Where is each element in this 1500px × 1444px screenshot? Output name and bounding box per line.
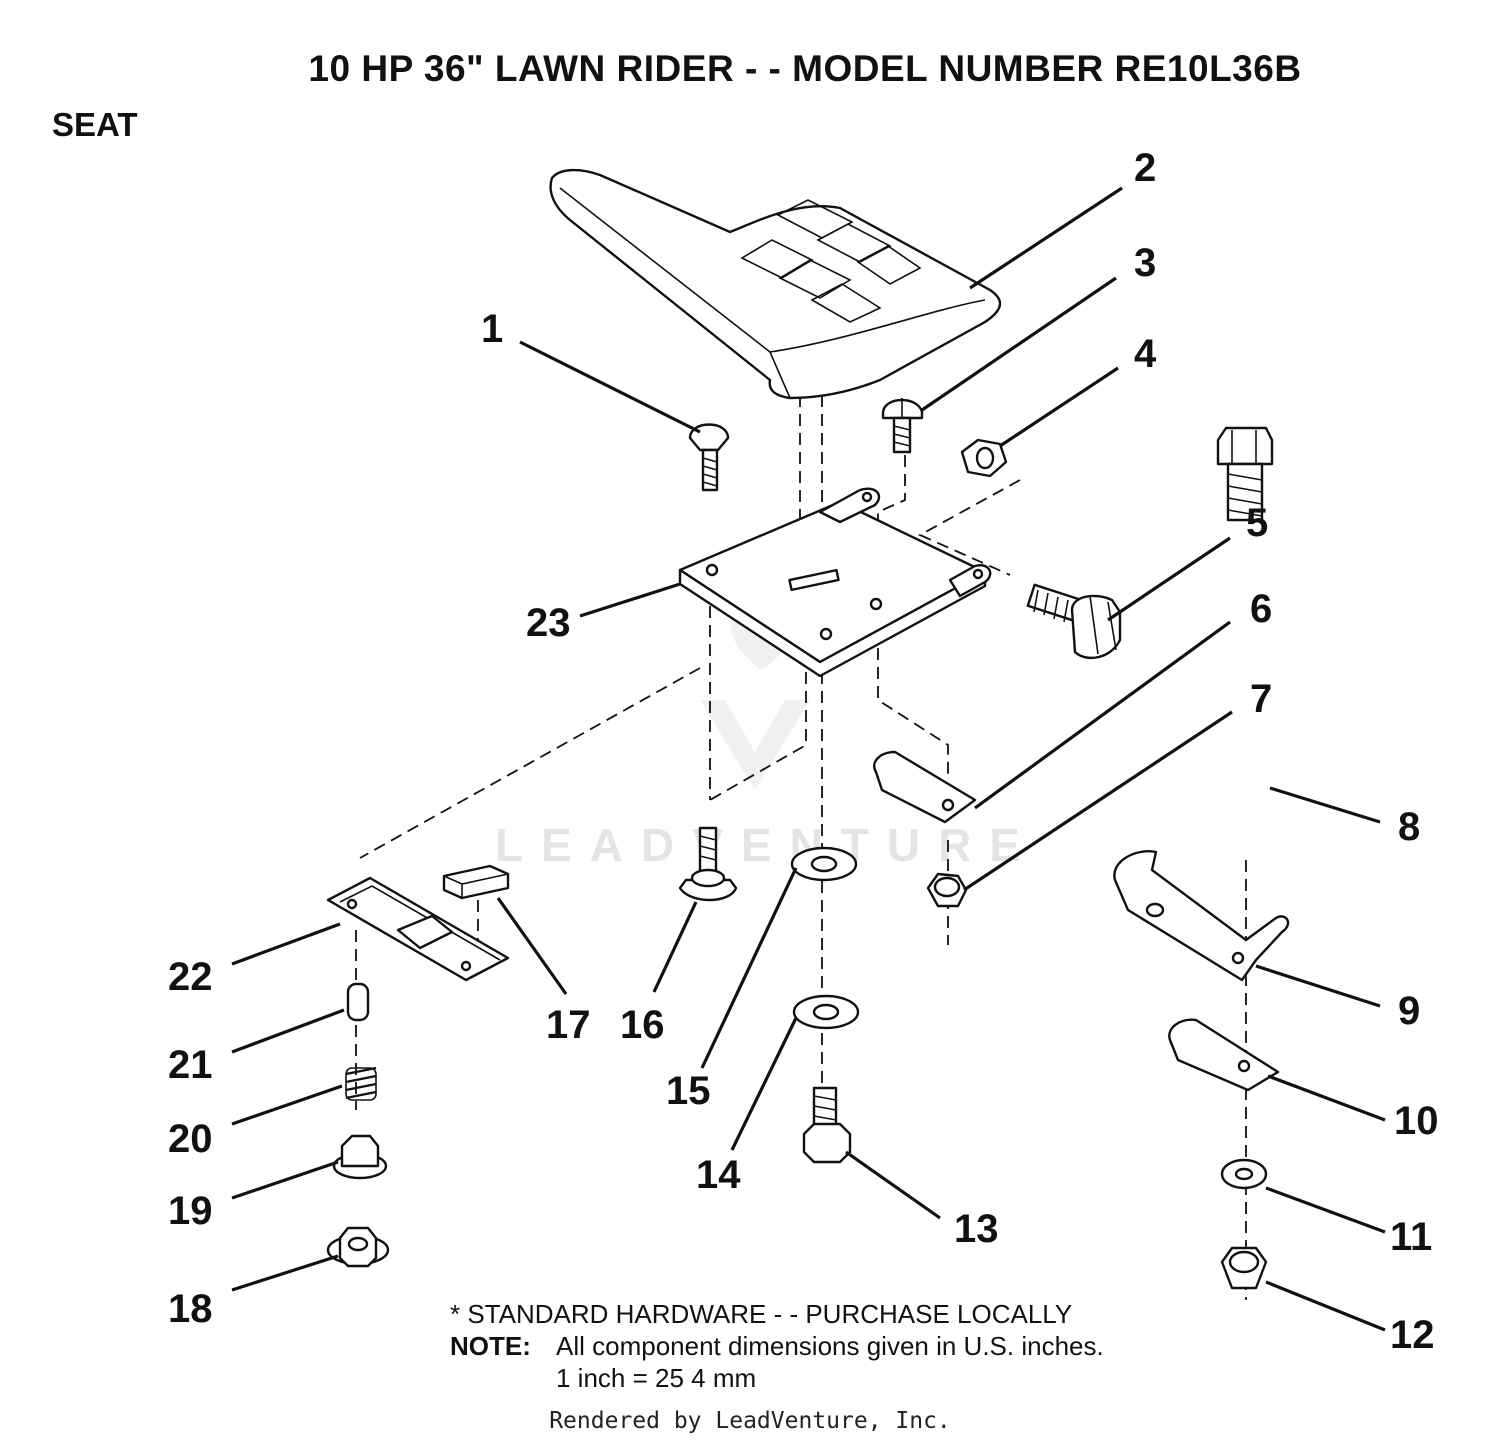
callout-15: 15 [666, 1069, 711, 1113]
retaining-clip-part [1168, 1018, 1280, 1092]
callout-9: 9 [1398, 989, 1420, 1033]
latch-plate-part [326, 876, 510, 982]
callout-13: 13 [954, 1207, 999, 1251]
diagram-title: 10 HP 36" LAWN RIDER - - MODEL NUMBER RE… [308, 48, 1302, 89]
seat-part [549, 168, 1002, 400]
footer-credit: Rendered by LeadVenture, Inc. [549, 1408, 951, 1434]
callout-14: 14 [696, 1153, 741, 1197]
callout-20: 20 [168, 1117, 213, 1161]
hex-head-bolt-part [802, 1086, 852, 1164]
callout-16: 16 [620, 1003, 665, 1047]
section-label: SEAT [52, 106, 138, 143]
callout-22: 22 [168, 955, 213, 999]
washer-part [790, 846, 858, 882]
notes-block: * STANDARD HARDWARE - - PURCHASE LOCALLY… [450, 1298, 1104, 1394]
hex-cap-bolt-part [1216, 426, 1274, 522]
seat-mounting-plate-part [678, 487, 992, 678]
seat-bracket-part [1113, 850, 1290, 982]
standard-hardware-note: * STANDARD HARDWARE - - PURCHASE LOCALLY [450, 1299, 1073, 1329]
callout-2: 2 [1134, 146, 1156, 190]
hex-bolt-part [1026, 583, 1122, 660]
dimension-note: NOTE: All component dimensions given in U… [450, 1330, 1104, 1362]
callout-6: 6 [1250, 587, 1272, 631]
nylon-lock-nut-part [1220, 1246, 1268, 1290]
hex-nut-part [960, 438, 1008, 478]
lock-nut-part [926, 872, 968, 908]
callout-23: 23 [526, 601, 571, 645]
callout-8: 8 [1398, 805, 1420, 849]
compression-spring-part [345, 1066, 377, 1101]
callout-numbers: 1 2 3 4 5 6 7 8 9 10 11 12 13 14 15 16 1… [168, 146, 1439, 1357]
callout-4: 4 [1134, 332, 1157, 376]
callout-1: 1 [481, 307, 503, 351]
spring-clip-part [873, 750, 977, 824]
callout-5: 5 [1246, 501, 1268, 545]
callout-3: 3 [1134, 241, 1156, 285]
flat-washer-part [1220, 1158, 1268, 1190]
conversion-note: 1 inch = 25 4 mm [450, 1362, 1104, 1394]
note-text: All component dimensions given in U.S. i… [556, 1331, 1104, 1361]
bumper-block-part [442, 864, 510, 900]
pin-part [346, 982, 370, 1022]
callout-19: 19 [168, 1189, 213, 1233]
callout-11: 11 [1390, 1215, 1432, 1259]
flange-bushing-part [332, 1134, 388, 1180]
leader-lines [231, 186, 1386, 1332]
note-label: NOTE: [450, 1331, 531, 1361]
shoulder-bolt-part [678, 826, 738, 902]
callout-7: 7 [1250, 677, 1272, 721]
callout-12: 12 [1390, 1313, 1435, 1357]
callout-17: 17 [546, 1003, 591, 1047]
watermark-text: LEADVENTURE [495, 819, 1039, 871]
conversion-text: 1 inch = 25 4 mm [556, 1363, 757, 1393]
lock-washer-part [792, 994, 860, 1030]
carriage-bolt-part [688, 423, 730, 492]
truss-screw-part [881, 398, 924, 454]
callout-21: 21 [168, 1043, 213, 1087]
callout-18: 18 [168, 1287, 213, 1331]
callout-10: 10 [1394, 1099, 1439, 1143]
flange-nut-part [326, 1226, 390, 1268]
